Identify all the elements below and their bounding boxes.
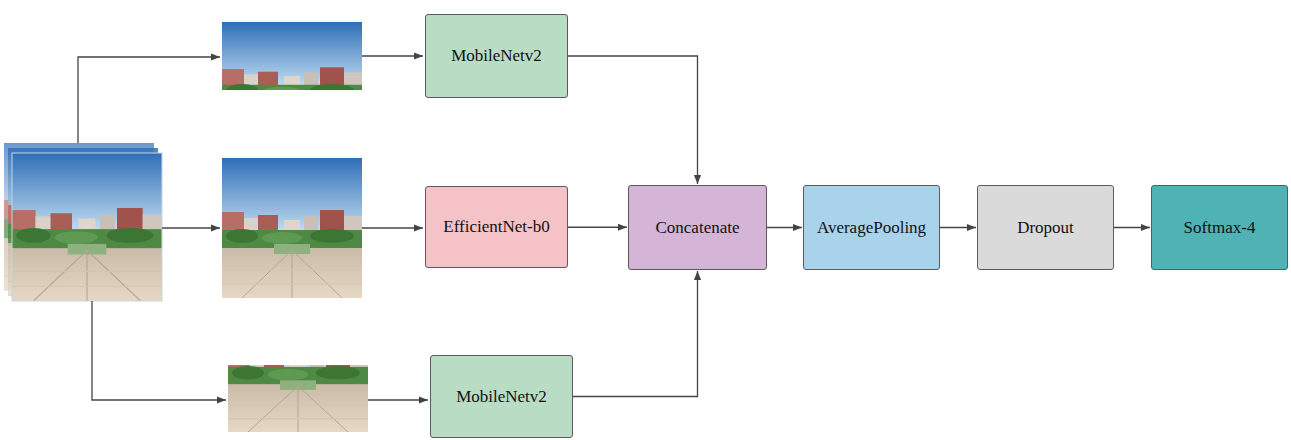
process-box: Concatenate: [628, 185, 767, 270]
feed-wire: [368, 399, 428, 400]
box-label: AveragePooling: [811, 218, 932, 238]
flow-arrow: [767, 227, 802, 228]
flow-arrow: [1114, 227, 1150, 228]
process-box: MobileNetv2: [425, 14, 568, 98]
box-label: Concatenate: [649, 218, 745, 238]
flow-arrow: [568, 227, 627, 228]
process-box: Softmax-4: [1151, 185, 1288, 270]
feed-wire: [362, 55, 423, 56]
input-wire: [78, 57, 220, 143]
flow-arrow: [940, 227, 976, 228]
flow-arrow: [568, 56, 698, 184]
flow-arrow: [573, 271, 698, 397]
process-box: MobileNetv2: [430, 355, 573, 438]
box-label: Softmax-4: [1178, 218, 1262, 238]
process-box: AveragePooling: [803, 185, 940, 270]
process-box: Dropout: [977, 185, 1114, 270]
input-wire: [92, 301, 226, 400]
box-label: MobileNetv2: [450, 387, 553, 407]
feed-wire: [362, 227, 423, 228]
process-box: EfficientNet-b0: [425, 186, 568, 268]
input-wire: [162, 227, 220, 228]
box-label: MobileNetv2: [445, 46, 548, 66]
box-label: EfficientNet-b0: [437, 217, 555, 237]
box-label: Dropout: [1011, 218, 1080, 238]
